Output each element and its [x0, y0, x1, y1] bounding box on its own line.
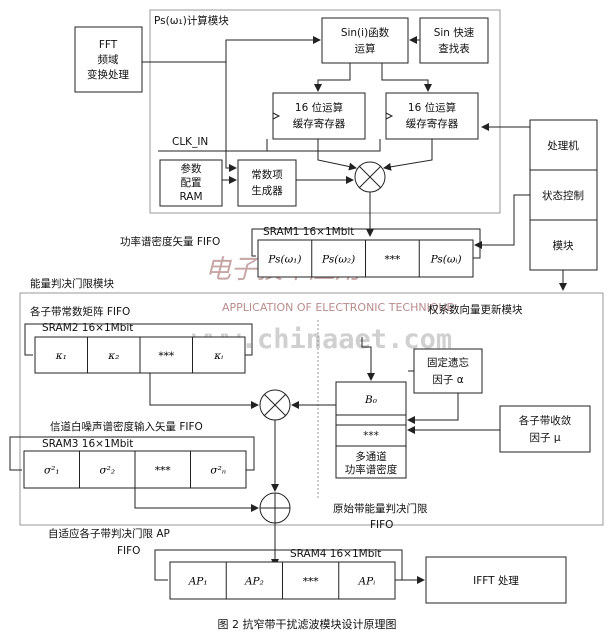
sin-lookup-line-2: 查找表	[438, 42, 470, 55]
sram1-feedback	[251, 228, 481, 259]
figure-caption: 图 2 抗窄带干扰滤波模块设计原理图	[218, 617, 397, 631]
sram4-cells: AP₁ AP₂ *** APᵢ	[188, 562, 375, 599]
fft-line-2: 频域	[98, 53, 119, 66]
adaptive-ap-line-2: FIFO	[117, 545, 140, 557]
sram3_cells-cell: σ²₂	[99, 465, 115, 477]
ps-module-arrows	[142, 36, 530, 237]
sram1-title: SRAM1 16×1Mbit	[263, 226, 354, 238]
sram1_cells-cell: Ps(ω₁)	[267, 254, 301, 266]
ps-module-title: Ps(ω₁)计算模块	[154, 14, 229, 27]
sram2-cells: κ₁ κ₂ *** κᵢ	[55, 337, 223, 373]
processor-box	[529, 119, 598, 271]
register-b-line-2: 缓存寄存器	[406, 117, 459, 130]
clk-in-label: CLK_IN	[172, 136, 208, 148]
convergence-line-2: 因子 μ	[529, 432, 560, 444]
forget-factor-line-1: 固定遗忘	[427, 356, 469, 369]
sram4_cells-cell: AP₁	[188, 576, 208, 588]
adaptive-ap-line-1: 自适应各子带判决门限 AP	[48, 527, 170, 540]
forget-factor-arrow	[407, 393, 459, 424]
convergence-line-1: 各子带收敛	[519, 414, 572, 427]
constant-generator-line-1: 常数项	[251, 168, 283, 181]
sram3-feedback	[9, 436, 255, 471]
sram2-to-multiplier	[149, 373, 259, 409]
sram3-to-adder	[134, 488, 259, 512]
sram4-feedback	[154, 549, 403, 581]
psd-fifo-label: 功率谱密度矢量 FIFO	[120, 235, 220, 248]
sram2-feedback	[24, 323, 253, 356]
sin-lookup-table-box	[419, 17, 489, 64]
register-b-line-1: 16 位运算	[408, 101, 456, 114]
clk-in-line	[158, 139, 381, 152]
sin-function-box	[321, 17, 409, 64]
sin-function-line-1: Sin(i)函数	[341, 26, 390, 39]
sram2_cells-cell: κ₁	[55, 350, 67, 362]
noise-fifo-label: 信道白噪声谱密度输入矢量 FIFO	[50, 420, 203, 433]
sram1_cells-cell: Ps(ωᵢ)	[430, 254, 462, 266]
orig-threshold-line-2: FIFO	[370, 519, 393, 531]
constant-generator-line-2: 生成器	[251, 184, 283, 197]
energy-threshold-module-title: 能量判决门限模块	[30, 277, 114, 290]
sram4_cells-cell: APᵢ	[357, 576, 375, 588]
b0-label: B₀	[364, 394, 378, 406]
ps-module-region	[149, 9, 501, 214]
sin-lookup-line-1: Sin 快速	[434, 27, 475, 39]
sram4_cells-cell: ***	[303, 576, 320, 588]
upper-to-b0	[361, 337, 375, 381]
processor-line-2: 状态控制	[542, 189, 584, 202]
register-a-line-2: 缓存寄存器	[293, 117, 346, 130]
sram1_cells-cell: ***	[385, 254, 402, 266]
sram3_cells-cell: σ²ₙ	[210, 465, 226, 477]
ifft-label: IFFT 处理	[473, 575, 519, 587]
multiplier-ps-stroke-2	[358, 165, 382, 189]
fft-line-1: FFT	[99, 39, 118, 51]
b0-stack-box	[335, 381, 407, 479]
param-ram-line-3: RAM	[179, 191, 202, 203]
subband-fifo-label: 各子带常数矩阵 FIFO	[30, 305, 130, 318]
multiplier-threshold-stroke-2	[263, 393, 287, 417]
orig-threshold-line-1: 原始带能量判决门限	[333, 502, 428, 515]
register-a-line-1: 16 位运算	[295, 101, 343, 114]
convergence-factor-box	[499, 405, 591, 453]
sram3_cells-cell: ***	[155, 465, 172, 477]
sram2_cells-cell: κ₂	[107, 350, 119, 362]
sram3-cells: σ²₁ σ²₂ *** σ²ₙ	[44, 451, 226, 488]
forget-factor-box	[413, 348, 483, 394]
sram4-title: SRAM4 16×1Mbit	[290, 548, 381, 560]
b0-line-3: 多通道	[355, 450, 387, 463]
register-b-box	[385, 92, 479, 140]
processor-to-sram1	[474, 194, 530, 249]
sram4_cells-cell: AP₂	[244, 576, 264, 588]
fft-box	[74, 26, 143, 93]
sram1-cells: Ps(ω₁) Ps(ω₂) *** Ps(ωᵢ)	[267, 240, 462, 277]
watermark-en: APPLICATION OF ELECTRONIC TECHNIQUE	[222, 301, 454, 314]
param-ram-line-2: 配置	[181, 177, 202, 189]
b0-ellipsis: ***	[363, 430, 379, 442]
b0-line-4: 功率谱密度	[345, 463, 398, 476]
processor-line-1: 处理机	[547, 139, 579, 152]
param-ram-line-1: 参数	[181, 162, 202, 175]
sin-function-line-2: 运算	[355, 42, 376, 55]
clock-edge-b	[385, 112, 394, 120]
param-ram-box	[159, 159, 223, 207]
sram2_cells-cell: ***	[158, 350, 175, 362]
sram2-title: SRAM2 16×1Mbit	[42, 322, 133, 334]
ifft-box	[425, 556, 567, 604]
register-a-box	[272, 92, 366, 140]
processor-line-3: 模块	[553, 240, 574, 252]
forget-factor-line-2: 因子 α	[432, 374, 463, 386]
sram3_cells-cell: σ²₁	[44, 465, 60, 477]
lower-modules-region	[19, 292, 604, 526]
clock-edge-a	[272, 112, 281, 120]
sram1_cells-cell: Ps(ω₂)	[321, 254, 355, 266]
sram2_cells-cell: κᵢ	[213, 350, 223, 362]
constant-generator-box	[237, 159, 297, 207]
sram3-title: SRAM3 16×1Mbit	[42, 438, 133, 450]
weight-update-module-title: 权系数向量更新模块	[428, 303, 523, 316]
fft-line-3: 变换处理	[87, 68, 129, 81]
